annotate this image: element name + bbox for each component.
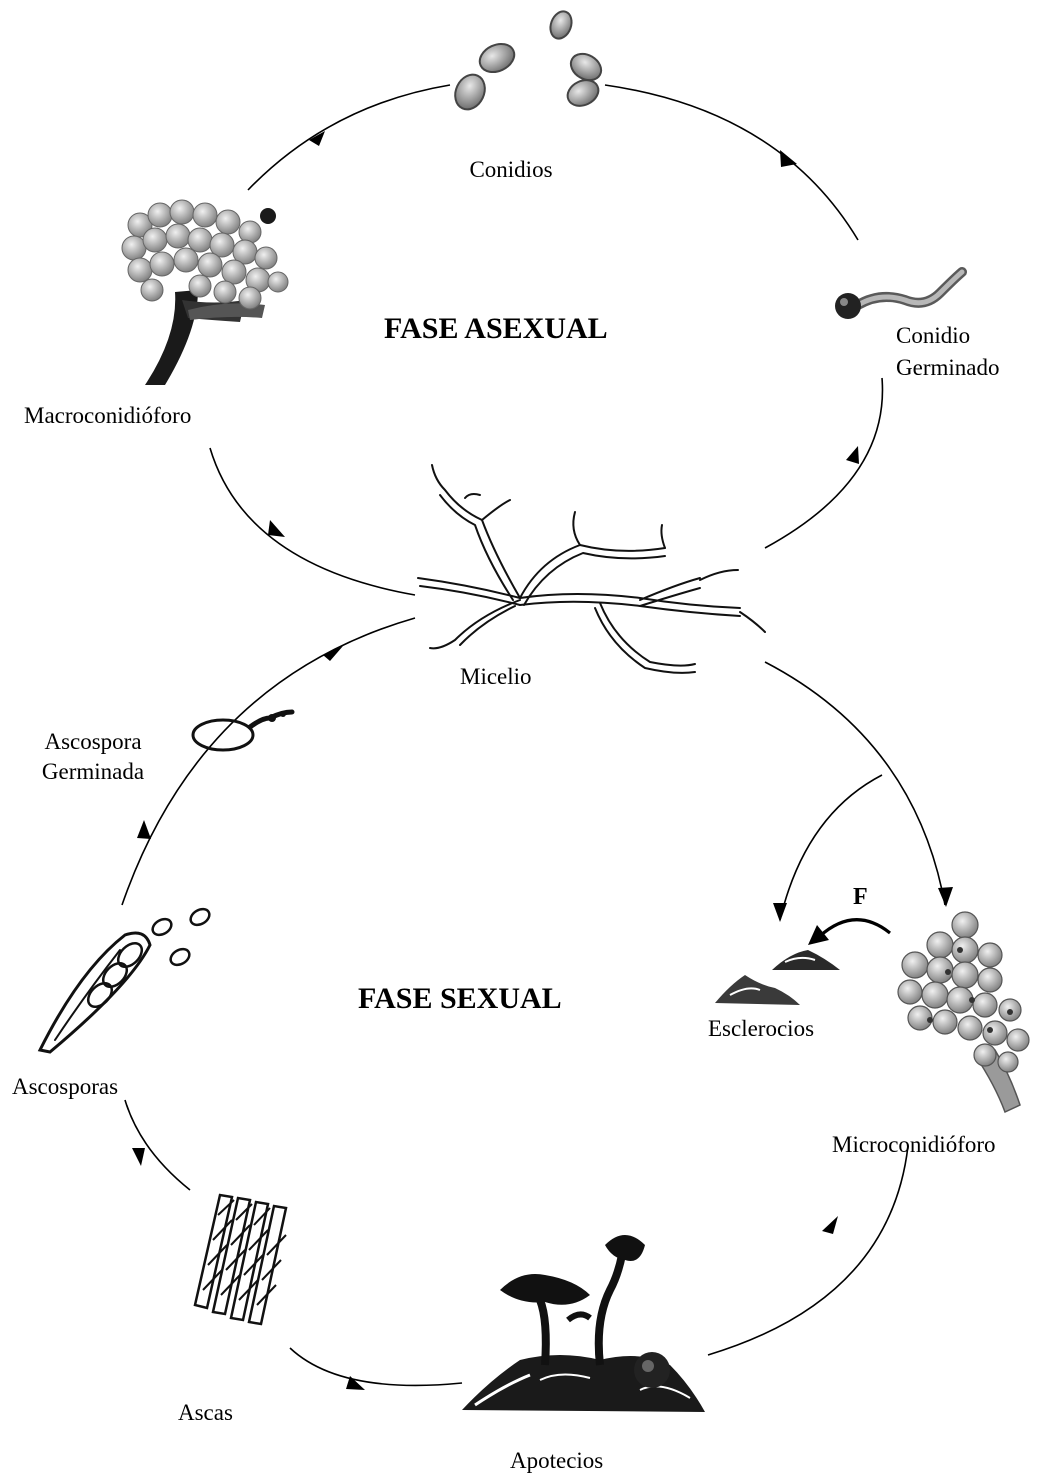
label-microconidioforo: Microconidióforo <box>832 1131 996 1158</box>
arrow-fertilization <box>820 920 890 936</box>
label-micelio: Micelio <box>460 663 532 690</box>
sclerotia-icon <box>715 950 840 1005</box>
ascospores-icon <box>40 906 212 1052</box>
label-conidio-germinado-line2: Germinado <box>896 354 999 381</box>
label-ascospora-germinada: Ascospora Germinada <box>18 728 168 785</box>
arrowhead <box>137 820 151 839</box>
arrow-microconidiophore-to-apothecia <box>708 1146 908 1355</box>
arrowhead <box>822 1216 838 1234</box>
label-fertilization: F <box>853 884 868 911</box>
microconidiophore-icon <box>898 912 1029 1112</box>
label-apotecios: Apotecios <box>510 1447 603 1474</box>
arrowhead <box>773 903 787 922</box>
arrowhead <box>780 150 797 167</box>
arrow-apothecia-to-asci <box>290 1348 462 1385</box>
label-ascospora-germinada-line2: Germinada <box>18 758 168 785</box>
arrowhead <box>938 887 953 907</box>
arrow-macro-to-conidia <box>248 85 450 190</box>
germinated-ascospore-icon <box>193 711 292 750</box>
label-macroconidioforo: Macroconidióforo <box>24 402 191 429</box>
arrowhead <box>808 925 829 945</box>
label-ascosporas: Ascosporas <box>12 1073 118 1100</box>
label-conidios: Conidios <box>456 156 566 183</box>
label-ascas: Ascas <box>178 1399 233 1426</box>
label-conidio-germinado-line1: Conidio <box>896 322 999 349</box>
germinated-conidium-icon <box>835 272 962 319</box>
label-ascospora-germinada-line1: Ascospora <box>18 728 168 755</box>
macroconidiophore-icon <box>122 200 288 385</box>
arrow-germinated-to-mycelium <box>765 378 882 548</box>
arrowhead <box>268 520 285 537</box>
apothecia-icon <box>462 1235 705 1412</box>
arrow-mycelium-to-macro <box>210 448 415 595</box>
label-esclerocios: Esclerocios <box>708 1015 814 1042</box>
phase-asexual-label: FASE ASEXUAL <box>384 312 608 346</box>
arrow-mycelium-to-microconidiophore <box>765 662 945 905</box>
arrow-asci-to-ascospores <box>125 1100 190 1190</box>
mycelium-icon <box>418 465 765 673</box>
arrow-conidia-to-germinated <box>605 85 858 240</box>
label-conidio-germinado: Conidio Germinado <box>896 322 999 381</box>
conidia-icon <box>450 8 606 114</box>
arrowhead <box>846 446 859 464</box>
asci-icon <box>195 1195 286 1324</box>
phase-sexual-label: FASE SEXUAL <box>358 982 562 1016</box>
arrowhead <box>132 1148 145 1166</box>
